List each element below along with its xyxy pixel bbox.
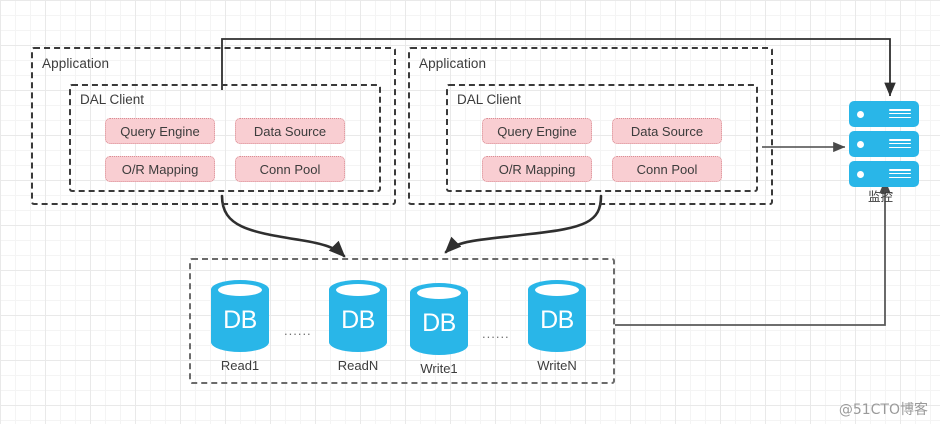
db-caption-write1: Write1	[420, 361, 458, 376]
ellipsis-read: ......	[284, 323, 312, 338]
database-icon: DB	[410, 283, 468, 355]
chip-conn-pool-1[interactable]: Conn Pool	[235, 156, 345, 182]
dal-client-box-1[interactable]: DAL Client Query Engine Data Source O/R …	[69, 84, 381, 192]
db-icon-text: DB	[540, 306, 574, 334]
status-dot-icon	[857, 111, 864, 118]
db-caption-read1: Read1	[220, 358, 260, 373]
dal-client-box-2[interactable]: DAL Client Query Engine Data Source O/R …	[446, 84, 758, 192]
chip-or-mapping-1[interactable]: O/R Mapping	[105, 156, 215, 182]
application-box-1[interactable]: Application DAL Client Query Engine Data…	[31, 47, 396, 205]
application-box-2[interactable]: Application DAL Client Query Engine Data…	[408, 47, 773, 205]
chip-conn-pool-2[interactable]: Conn Pool	[612, 156, 722, 182]
monitor-label: 监控	[868, 189, 894, 204]
database-icon: DB	[528, 280, 586, 352]
dal-client-label-2: DAL Client	[457, 92, 522, 107]
chip-data-source-1[interactable]: Data Source	[235, 118, 345, 144]
monitoring-server-stack[interactable]	[849, 101, 919, 187]
watermark: @51CTO博客	[838, 402, 928, 418]
chip-query-engine-2[interactable]: Query Engine	[482, 118, 592, 144]
db-caption-readn: ReadN	[337, 358, 379, 373]
server-unit-2[interactable]	[849, 131, 919, 157]
chip-or-mapping-2[interactable]: O/R Mapping	[482, 156, 592, 182]
database-group-box[interactable]: DB Read1 ...... DB ReadN DB Write1 .....	[189, 258, 615, 384]
status-dot-icon	[857, 141, 864, 148]
db-icon-text: DB	[341, 306, 375, 334]
server-lines-icon	[889, 139, 911, 150]
server-lines-icon	[889, 109, 911, 120]
chip-data-source-2[interactable]: Data Source	[612, 118, 722, 144]
server-lines-icon	[889, 169, 911, 180]
dal-client-label-1: DAL Client	[80, 92, 145, 107]
application-label-2: Application	[419, 56, 487, 71]
database-icon: DB	[329, 280, 387, 352]
connector-left-client-to-db	[220, 194, 346, 258]
db-caption-writen: WriteN	[537, 358, 577, 373]
db-node-read1[interactable]: DB Read1	[211, 280, 269, 373]
db-icon-text: DB	[223, 306, 257, 334]
db-node-write1[interactable]: DB Write1	[410, 283, 468, 376]
chip-query-engine-1[interactable]: Query Engine	[105, 118, 215, 144]
db-icon-text: DB	[422, 309, 456, 337]
status-dot-icon	[857, 171, 864, 178]
server-unit-1[interactable]	[849, 101, 919, 127]
ellipsis-write: ......	[482, 326, 510, 341]
db-node-readn[interactable]: DB ReadN	[329, 280, 387, 373]
database-icon: DB	[211, 280, 269, 352]
application-label-1: Application	[42, 56, 110, 71]
server-unit-3[interactable]	[849, 161, 919, 187]
db-node-writen[interactable]: DB WriteN	[528, 280, 586, 373]
